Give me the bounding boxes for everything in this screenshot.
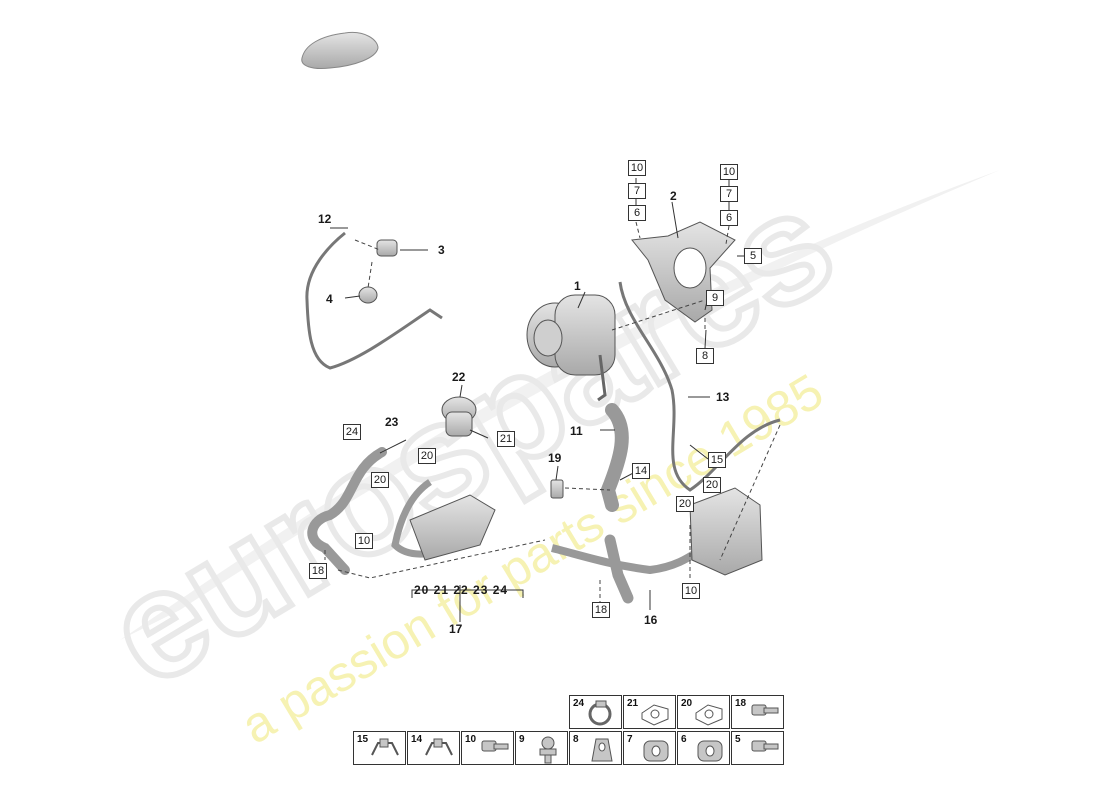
callout-23: 23 (385, 415, 399, 429)
boxed-callout-7: 7 (628, 183, 646, 199)
boxed-callout-10: 10 (628, 160, 646, 176)
stud-icon (539, 736, 557, 764)
bolt-icon (481, 740, 509, 752)
boxed-callout-24: 24 (343, 424, 361, 440)
gasket-icon (641, 704, 669, 726)
bushing-icon (697, 740, 723, 762)
group-17-items: 20 21 22 23 24 (414, 583, 509, 597)
boxed-callout-10: 10 (682, 583, 700, 599)
legend-cell-7: 7 (623, 731, 676, 765)
boxed-callout-15: 15 (708, 452, 726, 468)
legend-number: 5 (735, 734, 741, 745)
legend-cell-14: 14 (407, 731, 460, 765)
legend-number: 7 (627, 734, 633, 745)
bolt-icon (751, 740, 779, 752)
grommet-icon (591, 738, 613, 762)
boxed-callout-20: 20 (703, 477, 721, 493)
car-icon (301, 31, 379, 69)
pipe-assembly-16 (551, 487, 763, 604)
boxed-callout-18: 18 (592, 602, 610, 618)
legend-number: 24 (573, 698, 585, 709)
vacuum-line-12 (305, 231, 443, 370)
legend-cell-8: 8 (569, 731, 622, 765)
callout-17: 17 (449, 622, 463, 636)
vacuum-line-13 (618, 281, 781, 492)
legend-cell-5: 5 (731, 731, 784, 765)
callout-1: 1 (574, 279, 581, 293)
fitting-19 (550, 479, 564, 499)
legend-cell-15: 15 (353, 731, 406, 765)
gasket-icon (695, 704, 723, 726)
fitting-3 (376, 239, 398, 257)
boxed-callout-10: 10 (720, 164, 738, 180)
callout-12: 12 (318, 212, 332, 226)
callout-22: 22 (452, 370, 466, 384)
legend-cell-18: 18 (731, 695, 784, 729)
legend-cell-24: 24 (569, 695, 622, 729)
legend-number: 20 (681, 698, 693, 709)
legend-number: 8 (573, 734, 579, 745)
callout-3: 3 (438, 243, 445, 257)
legend-cell-21: 21 (623, 695, 676, 729)
clamp-icon (588, 700, 612, 726)
boxed-callout-10: 10 (355, 533, 373, 549)
boxed-callout-9: 9 (706, 290, 724, 306)
legend-cell-6: 6 (677, 731, 730, 765)
boxed-callout-6: 6 (628, 205, 646, 221)
legend-number: 18 (735, 698, 747, 709)
legend-number: 14 (411, 734, 423, 745)
boxed-callout-5: 5 (744, 248, 762, 264)
legend-cell-20: 20 (677, 695, 730, 729)
valve-22 (441, 396, 477, 437)
bushing-icon (643, 740, 669, 762)
boxed-callout-6: 6 (720, 210, 738, 226)
callout-19: 19 (548, 451, 562, 465)
legend-number: 9 (519, 734, 525, 745)
boxed-callout-20: 20 (371, 472, 389, 488)
cap-4 (358, 286, 378, 304)
dashed-guides (324, 221, 781, 602)
bracket-2 (631, 221, 736, 323)
boxed-callout-14: 14 (632, 463, 650, 479)
legend-number: 10 (465, 734, 477, 745)
callout-16: 16 (644, 613, 658, 627)
pipe-assembly-17 (307, 447, 496, 575)
clip-icon (371, 738, 399, 756)
callout-2: 2 (670, 189, 677, 203)
vacuum-pump-1 (526, 294, 616, 402)
legend-number: 6 (681, 734, 687, 745)
boxed-callout-7: 7 (720, 186, 738, 202)
legend-number: 15 (357, 734, 369, 745)
boxed-callout-8: 8 (696, 348, 714, 364)
callout-13: 13 (716, 390, 730, 404)
hose-11 (600, 403, 629, 512)
boxed-callout-18: 18 (309, 563, 327, 579)
boxed-callout-20: 20 (676, 496, 694, 512)
group-bracket-17 (411, 589, 524, 598)
callout-11: 11 (570, 424, 583, 438)
callout-4: 4 (326, 292, 333, 306)
legend-cell-10: 10 (461, 731, 514, 765)
clip-icon (425, 738, 453, 756)
boxed-callout-20: 20 (418, 448, 436, 464)
boxed-callout-21: 21 (497, 431, 515, 447)
legend-number: 21 (627, 698, 639, 709)
bolt-icon (751, 704, 779, 716)
legend-cell-9: 9 (515, 731, 568, 765)
